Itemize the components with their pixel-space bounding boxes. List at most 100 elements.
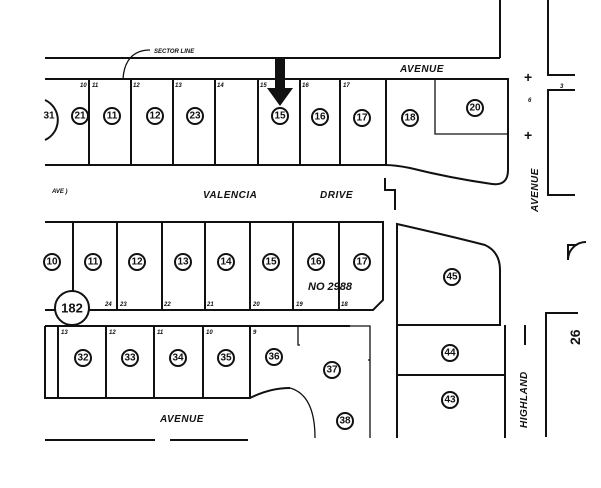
- street-label-ave-left: AVE ): [51, 189, 68, 195]
- svg-text:44: 44: [444, 348, 456, 359]
- parcel[interactable]: 12: [128, 253, 146, 271]
- svg-text:21: 21: [74, 111, 86, 122]
- tract-number: NO 2988: [308, 281, 353, 293]
- svg-text:+: +: [524, 127, 532, 143]
- parcel[interactable]: 18: [401, 109, 419, 127]
- adjacent-page-number: 26: [567, 329, 583, 345]
- svg-text:35: 35: [220, 353, 232, 364]
- survey-marks: + + 6: [524, 69, 532, 143]
- svg-text:19: 19: [296, 302, 303, 308]
- svg-text:15: 15: [274, 111, 286, 122]
- parcel[interactable]: 37: [323, 361, 341, 379]
- svg-text:43: 43: [444, 395, 456, 406]
- svg-text:22: 22: [163, 302, 171, 308]
- svg-text:18: 18: [404, 113, 416, 124]
- parcel[interactable]: 45: [443, 268, 461, 286]
- svg-text:13: 13: [175, 83, 182, 89]
- parcel[interactable]: 12: [146, 107, 164, 125]
- parcels-middle-row: 10 11 12 13 14 15 16 17 45: [43, 253, 461, 286]
- svg-text:23: 23: [189, 111, 201, 122]
- parcel[interactable]: 44: [441, 344, 459, 362]
- svg-text:11: 11: [92, 83, 99, 89]
- highlight-arrow-icon: [267, 57, 293, 106]
- svg-text:10: 10: [46, 257, 58, 268]
- svg-text:16: 16: [302, 83, 309, 89]
- svg-text:38: 38: [339, 416, 351, 427]
- street-label-valencia: VALENCIA: [203, 190, 257, 201]
- svg-text:6: 6: [528, 98, 532, 104]
- svg-text:14: 14: [220, 257, 232, 268]
- svg-text:16: 16: [310, 257, 322, 268]
- svg-text:17: 17: [356, 257, 368, 268]
- svg-text:33: 33: [124, 353, 136, 364]
- adjacent-block-number: 3: [560, 84, 564, 90]
- svg-text:10: 10: [206, 330, 213, 336]
- sector-line-label: SECTOR LINE: [154, 49, 195, 55]
- street-label-bottom-avenue: AVENUE: [159, 414, 204, 425]
- parcel[interactable]: 35: [217, 349, 235, 367]
- parcel[interactable]: 16: [311, 108, 329, 126]
- parcel-number[interactable]: 31: [43, 111, 55, 122]
- street-label-top-avenue: AVENUE: [399, 64, 444, 75]
- svg-text:14: 14: [217, 83, 224, 89]
- lot-numbers: 11 10 12 13 14 15 16 17 24 23 22 21 20 1…: [61, 83, 350, 336]
- parcel-highlighted[interactable]: 15: [271, 107, 289, 125]
- svg-text:15: 15: [260, 83, 267, 89]
- svg-text:45: 45: [446, 272, 458, 283]
- parcel[interactable]: 11: [84, 253, 102, 271]
- bottom-block: [44, 325, 526, 439]
- parcel[interactable]: 17: [353, 253, 371, 271]
- svg-text:20: 20: [469, 103, 481, 114]
- parcel[interactable]: 36: [265, 348, 283, 366]
- parcel[interactable]: 32: [74, 349, 92, 367]
- parcel[interactable]: 13: [174, 253, 192, 271]
- middle-block: [45, 221, 501, 327]
- parcel[interactable]: 43: [441, 391, 459, 409]
- svg-text:23: 23: [119, 302, 127, 308]
- street-lines: [45, 0, 587, 441]
- svg-text:10: 10: [80, 83, 87, 89]
- svg-text:+: +: [524, 69, 532, 85]
- parcels-top-row: 31 21 11 12 23 15 16 17 18 20: [43, 99, 484, 127]
- svg-text:16: 16: [314, 112, 326, 123]
- page-reference: 182: [54, 290, 90, 326]
- parcel[interactable]: 23: [186, 107, 204, 125]
- svg-text:17: 17: [356, 113, 368, 124]
- svg-text:20: 20: [252, 302, 260, 308]
- svg-text:32: 32: [77, 353, 89, 364]
- sector-line: [122, 49, 151, 80]
- parcel[interactable]: 33: [121, 349, 139, 367]
- street-label-drive: DRIVE: [320, 190, 353, 201]
- svg-text:17: 17: [343, 83, 350, 89]
- parcel[interactable]: 10: [43, 253, 61, 271]
- svg-text:37: 37: [326, 365, 338, 376]
- parcel[interactable]: 17: [353, 109, 371, 127]
- street-label-right-avenue: AVENUE: [530, 168, 541, 213]
- street-label-highland: HIGHLAND: [519, 371, 530, 428]
- parcel[interactable]: 16: [307, 253, 325, 271]
- svg-text:182: 182: [61, 301, 83, 316]
- svg-text:11: 11: [107, 111, 118, 122]
- parcel[interactable]: 34: [169, 349, 187, 367]
- parcel[interactable]: 15: [262, 253, 280, 271]
- svg-text:24: 24: [104, 302, 112, 308]
- svg-text:13: 13: [177, 257, 189, 268]
- svg-text:21: 21: [206, 302, 214, 308]
- svg-text:34: 34: [172, 353, 184, 364]
- top-block: [44, 78, 509, 186]
- parcel[interactable]: 11: [103, 107, 121, 125]
- parcel[interactable]: 21: [71, 107, 89, 125]
- svg-text:13: 13: [61, 330, 68, 336]
- svg-text:12: 12: [131, 257, 143, 268]
- svg-text:36: 36: [268, 352, 280, 363]
- parcel[interactable]: 38: [336, 412, 354, 430]
- svg-text:9: 9: [253, 330, 257, 336]
- parcel[interactable]: 14: [217, 253, 235, 271]
- svg-text:12: 12: [133, 83, 140, 89]
- svg-text:18: 18: [341, 302, 348, 308]
- svg-text:11: 11: [88, 257, 99, 268]
- parcels-bottom-row: 32 33 34 35 36 37 38 44 43: [74, 344, 459, 430]
- svg-text:12: 12: [149, 111, 161, 122]
- parcel[interactable]: 20: [466, 99, 484, 117]
